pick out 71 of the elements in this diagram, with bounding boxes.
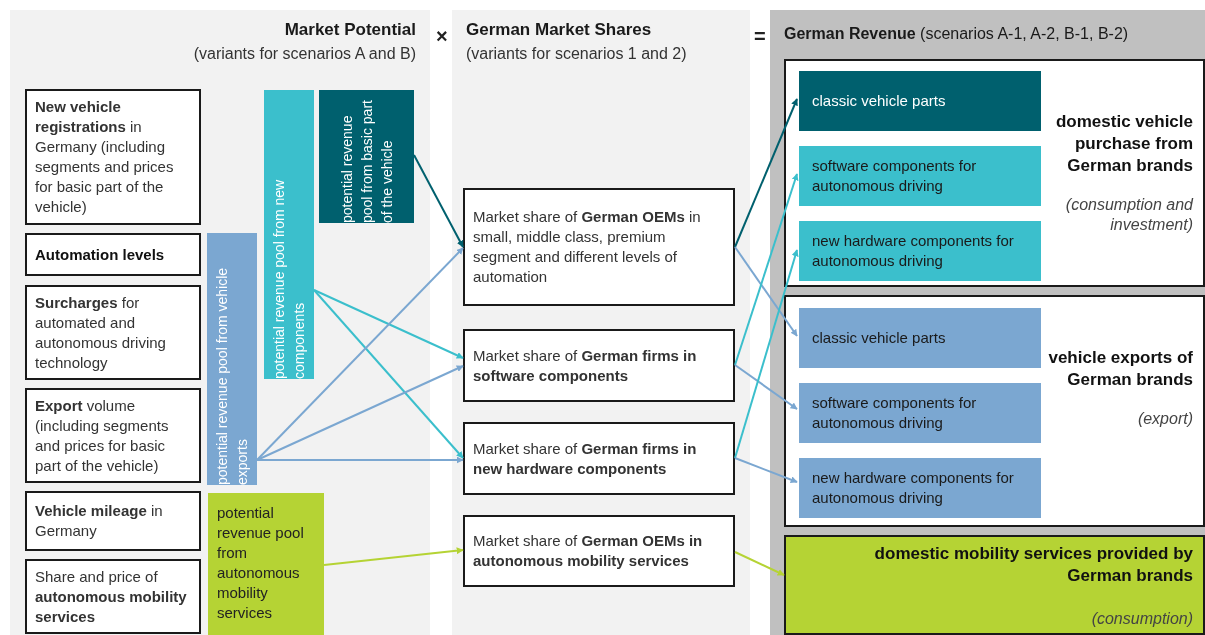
revenue-group-box: [784, 59, 1205, 287]
column-panel: [770, 10, 1205, 635]
revenue-pool-box: [208, 493, 324, 635]
box-text: Share and price of autonomous mobility services: [35, 566, 188, 627]
revenue-pool-bar: [319, 90, 414, 223]
input-box: [25, 89, 201, 225]
box-text: Market share of German firms in software components: [473, 345, 698, 386]
group-note: (consumption and investment): [1064, 195, 1193, 235]
arrow: [734, 249, 799, 459]
box-text: Surcharges for automated and autonomous driving technology: [35, 292, 167, 373]
revenue-pool-bar: [207, 233, 257, 485]
column-heading: Market Potential: [284, 19, 416, 41]
column-subheading: (variants for scenarios A and B): [193, 44, 416, 64]
input-box: [25, 388, 201, 483]
box-text: Vehicle mileage in Germany: [35, 501, 164, 541]
group-note: (consumption): [1091, 609, 1193, 629]
revenue-group-box: [784, 535, 1205, 635]
market-share-box: [463, 515, 735, 587]
revenue-item-box: [799, 308, 1041, 368]
input-box: [25, 285, 201, 380]
group-heading: domestic vehicle purchase from German brands: [1055, 111, 1193, 177]
market-share-box: [463, 329, 735, 402]
box-text: software components for autonomous driving: [812, 156, 978, 196]
arrow: [734, 457, 798, 483]
box-text: Market share of German OEMs in autonomous mobility services: [473, 531, 704, 571]
arrow: [256, 365, 464, 461]
bar-text: potential revenue pool from vehicle exports: [213, 266, 251, 485]
arrow: [313, 289, 464, 459]
box-text: potential revenue pool from autonomous mobility services: [217, 504, 304, 621]
operator-sign: =: [754, 24, 766, 48]
box-text: Export volume (including segments and prices for basic part of the vehicle): [35, 395, 170, 476]
revenue-item-box: [799, 221, 1041, 281]
box-text: classic vehicle parts: [812, 328, 946, 348]
revenue-group-box: [784, 295, 1205, 527]
arrow: [313, 289, 464, 359]
box-text: software components for autonomous driving: [812, 393, 978, 433]
box-text: classic vehicle parts: [812, 91, 946, 111]
revenue-item-box: [799, 458, 1041, 518]
arrow: [734, 173, 799, 366]
revenue-item-box: [799, 146, 1041, 206]
revenue-item-box: [799, 71, 1041, 131]
market-share-box: [463, 422, 735, 495]
column-panel: [10, 10, 430, 635]
column-subheading: (variants for scenarios 1 and 2): [466, 44, 687, 64]
arrow: [323, 547, 464, 566]
arrow: [734, 364, 798, 410]
box-text: new hardware components for autonomous driving: [812, 468, 1015, 508]
arrow: [413, 154, 464, 248]
group-heading: domestic mobility services provided by German brands: [873, 543, 1193, 587]
group-heading: vehicle exports of German brands: [1047, 347, 1193, 391]
input-box: [25, 233, 201, 276]
arrow: [256, 456, 464, 464]
column-heading: German Market Shares: [466, 19, 652, 41]
arrow: [734, 551, 785, 576]
box-text: Automation levels: [35, 244, 165, 265]
box-text: New vehicle registrations in Germany (including segments and prices for basic part of the vehicle): [35, 97, 175, 217]
box-text: Market share of German firms in new hardware components: [473, 438, 698, 479]
column-heading: German Revenue (scenarios A-1, A-2, B-1, B-2): [784, 25, 1129, 42]
box-text: Market share of German OEMs in small, middle class, premium segment and different levels of automation: [473, 207, 702, 287]
box-text: new hardware components for autonomous driving: [812, 231, 1015, 271]
input-box: [25, 491, 201, 551]
market-share-box: [463, 188, 735, 306]
arrow: [256, 247, 464, 461]
arrow: [734, 246, 798, 337]
revenue-item-box: [799, 383, 1041, 443]
arrow: [734, 98, 798, 248]
input-box: [25, 559, 201, 634]
column-panel: [452, 10, 750, 635]
revenue-pool-bar: [264, 90, 314, 379]
operator-sign: ×: [436, 24, 448, 48]
group-note: (export): [1137, 409, 1193, 429]
